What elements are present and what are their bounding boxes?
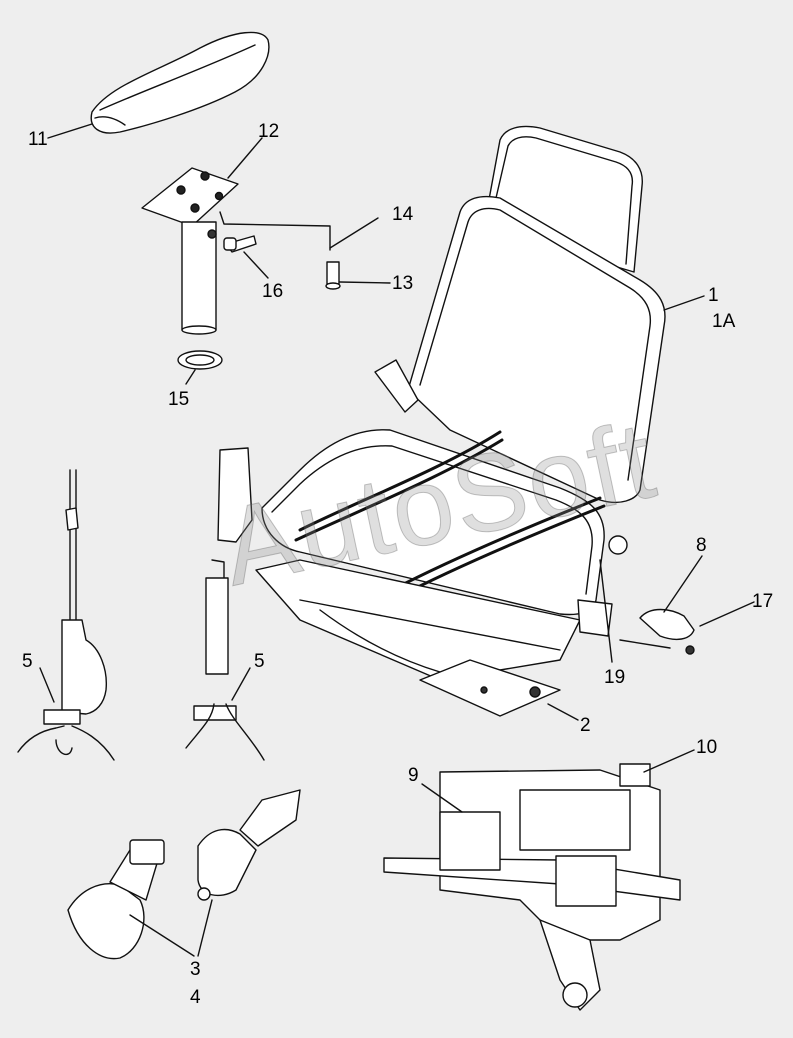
leader-5b xyxy=(231,667,251,701)
leader-8 xyxy=(663,555,703,613)
leader-2 xyxy=(547,703,579,721)
relay-box xyxy=(383,763,681,1011)
callout-11: 11 xyxy=(28,129,48,150)
callout-10: 10 xyxy=(696,737,718,758)
callout-12: 12 xyxy=(258,121,280,142)
leader-11 xyxy=(47,123,93,139)
callout-4: 4 xyxy=(190,987,201,1008)
callout-5-left: 5 xyxy=(22,651,33,672)
lever xyxy=(223,235,257,253)
pin xyxy=(326,261,340,285)
callout-1: 1 xyxy=(708,285,719,306)
callout-15: 15 xyxy=(168,389,190,410)
leader-10 xyxy=(643,749,695,773)
callout-17: 17 xyxy=(752,591,774,612)
leader-17 xyxy=(699,601,755,627)
leader-15 xyxy=(185,369,196,385)
leader-3b xyxy=(197,899,213,957)
leader-14 xyxy=(329,217,379,249)
leader-13 xyxy=(339,281,391,284)
callout-14: 14 xyxy=(392,204,414,225)
bracket-clip xyxy=(619,608,695,655)
callout-3: 3 xyxy=(190,959,201,980)
seat-assembly xyxy=(255,125,666,717)
callout-9: 9 xyxy=(408,765,419,786)
armrest-bracket xyxy=(141,167,239,335)
callout-19: 19 xyxy=(604,667,626,688)
callout-2: 2 xyxy=(580,715,591,736)
leader-5a xyxy=(39,667,55,703)
ring-washer xyxy=(177,350,223,370)
callout-13: 13 xyxy=(392,273,414,294)
belt-latch-left xyxy=(17,469,115,761)
armrest-pad xyxy=(90,31,270,134)
leader-19 xyxy=(599,559,613,663)
leader-16 xyxy=(243,251,269,279)
leader-1 xyxy=(663,295,705,311)
leader-3a xyxy=(129,914,195,957)
callout-16: 16 xyxy=(262,281,284,302)
belt-latch-center xyxy=(185,447,265,761)
callout-5-center: 5 xyxy=(254,651,265,672)
leader-9 xyxy=(421,783,463,813)
leader-12 xyxy=(227,137,263,179)
seat-belt-parts xyxy=(67,789,301,960)
callout-1a: 1A xyxy=(712,311,736,332)
leader-line-pin xyxy=(219,211,331,251)
callout-8: 8 xyxy=(696,535,707,556)
